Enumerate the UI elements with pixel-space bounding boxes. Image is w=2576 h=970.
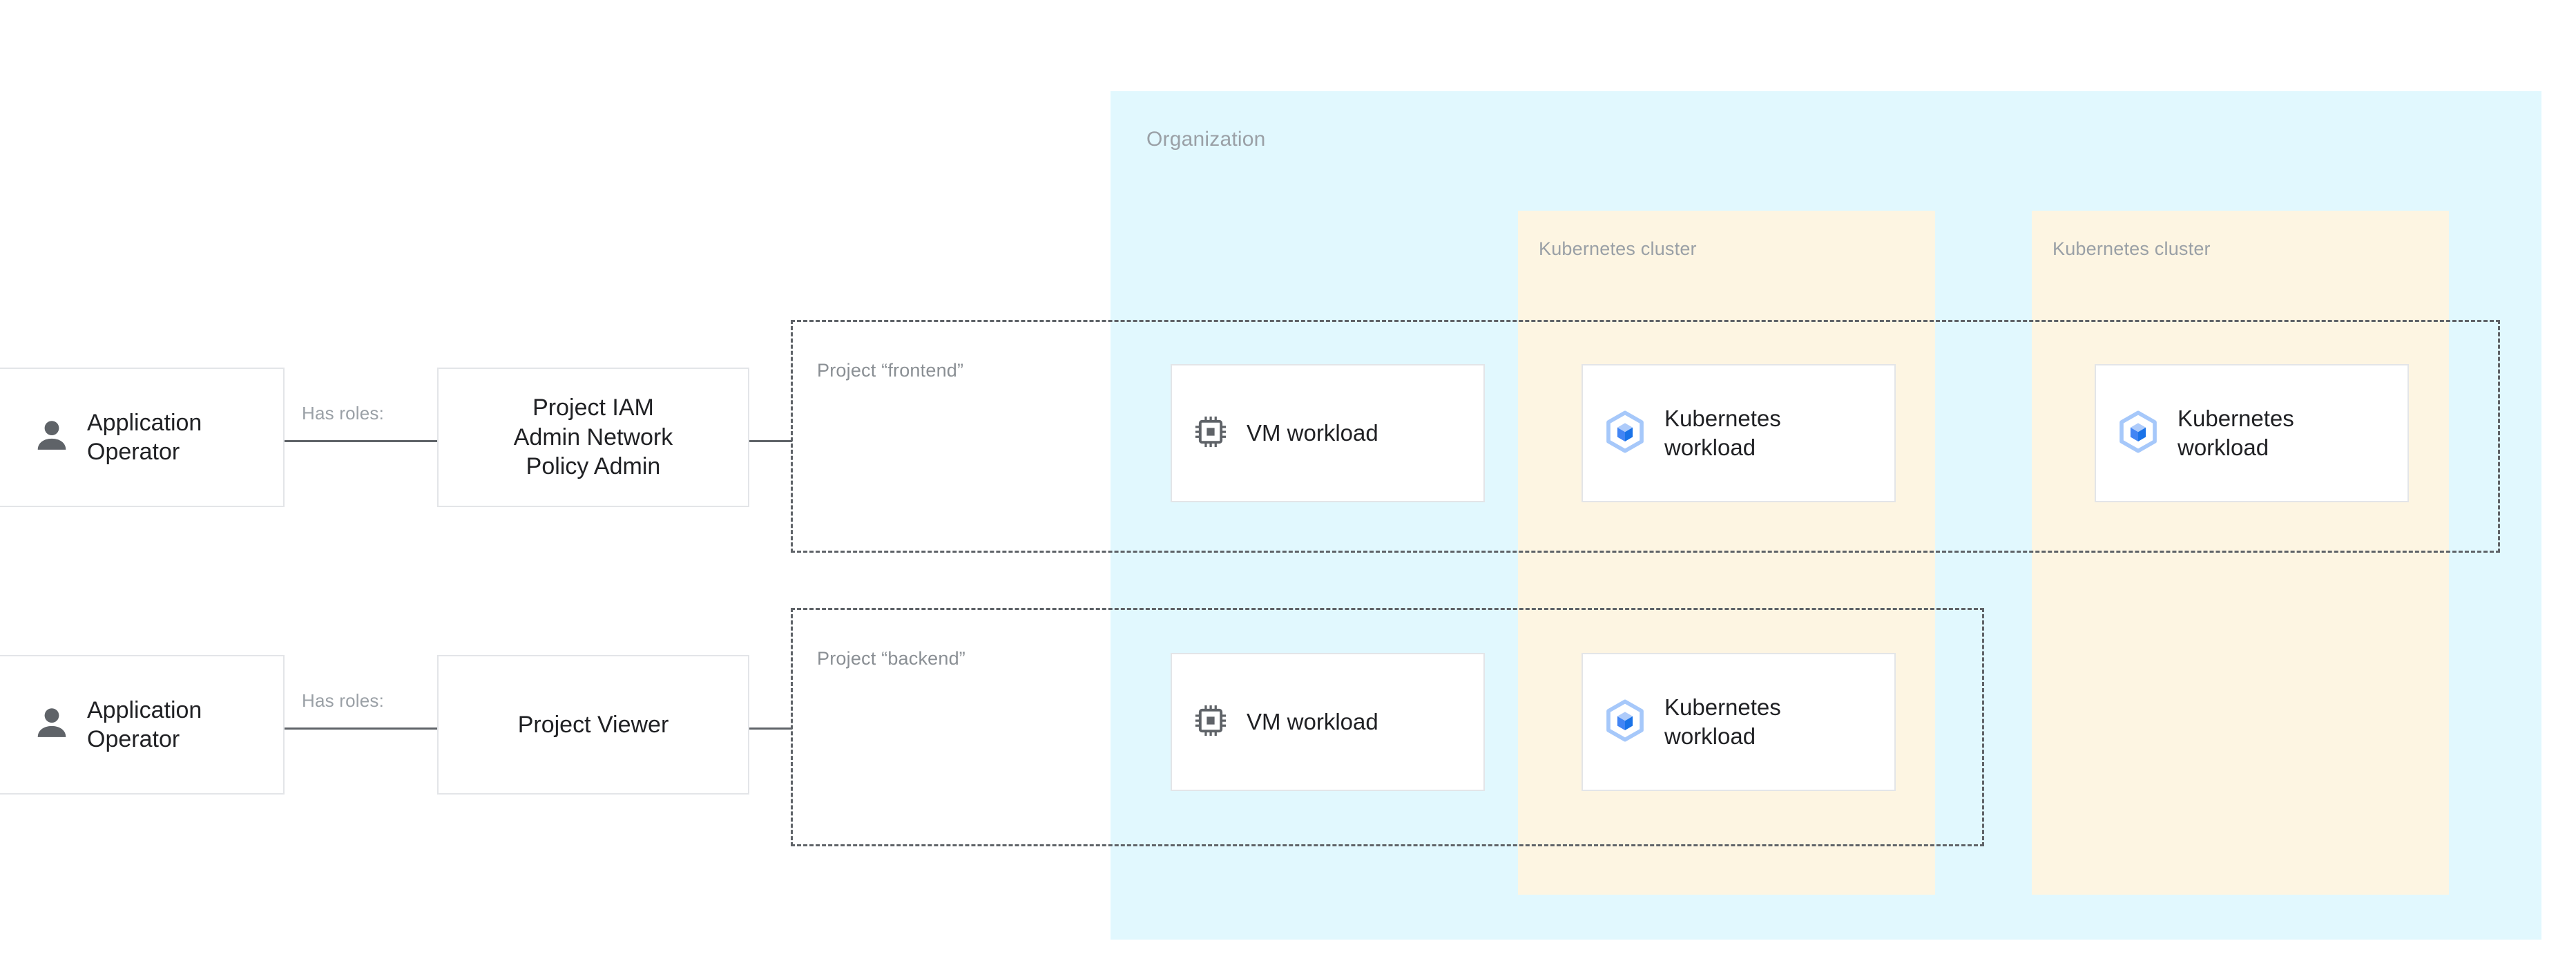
workload-content: VM workload [1172,703,1483,742]
connector-role-to-project-1 [749,440,792,442]
actor-content: Application Operator [32,408,253,467]
role-box-2[interactable]: Project Viewer [437,655,749,795]
workload-kubernetes-frontend-a[interactable]: Kubernetes workload [1582,364,1896,502]
workload-label: Kubernetes workload [1664,406,1781,460]
workload-label: VM workload [1247,709,1378,735]
kubernetes-cluster-1-label: Kubernetes cluster [1539,238,1697,259]
project-frontend-label: Project “frontend” [817,360,964,381]
edge-label-has-roles-1: Has roles: [302,403,385,424]
connector-role-to-project-2 [749,728,792,730]
workload-content: Kubernetes workload [1583,404,1894,462]
edge-label-has-roles-2: Has roles: [302,690,385,711]
kubernetes-cluster-2-container [2032,211,2449,895]
person-icon [32,703,72,747]
workload-label: Kubernetes workload [2178,406,2294,460]
actor-application-operator-1[interactable]: Application Operator [0,368,285,507]
workload-label: Kubernetes workload [1664,694,1781,749]
actor-application-operator-2[interactable]: Application Operator [0,655,285,795]
actor-content: Application Operator [32,696,253,754]
cpu-chip-icon [1193,703,1229,742]
connector-actor-to-role-2 [285,728,437,730]
connector-actor-to-role-1 [285,440,437,442]
person-icon [32,416,72,459]
workload-content: Kubernetes workload [2096,404,2407,462]
workload-kubernetes-backend[interactable]: Kubernetes workload [1582,653,1896,791]
workload-vm-backend[interactable]: VM workload [1171,653,1485,791]
project-backend-label: Project “backend” [817,648,965,669]
workload-vm-frontend[interactable]: VM workload [1171,364,1485,502]
workload-label: VM workload [1247,420,1378,446]
workload-content: VM workload [1172,414,1483,453]
cpu-chip-icon [1193,414,1229,453]
kubernetes-icon [1604,410,1646,457]
workload-kubernetes-frontend-b[interactable]: Kubernetes workload [2095,364,2409,502]
kubernetes-cluster-2-label: Kubernetes cluster [2053,238,2211,259]
workload-content: Kubernetes workload [1583,693,1894,750]
kubernetes-icon [1604,699,1646,745]
kubernetes-icon [2117,410,2160,457]
role-label-2: Project Viewer [517,711,669,738]
actor-label: Application Operator [87,696,202,753]
project-frontend-boundary [791,320,2500,553]
project-backend-boundary [791,608,1984,846]
actor-label: Application Operator [87,409,202,466]
organization-label: Organization [1146,128,1266,151]
